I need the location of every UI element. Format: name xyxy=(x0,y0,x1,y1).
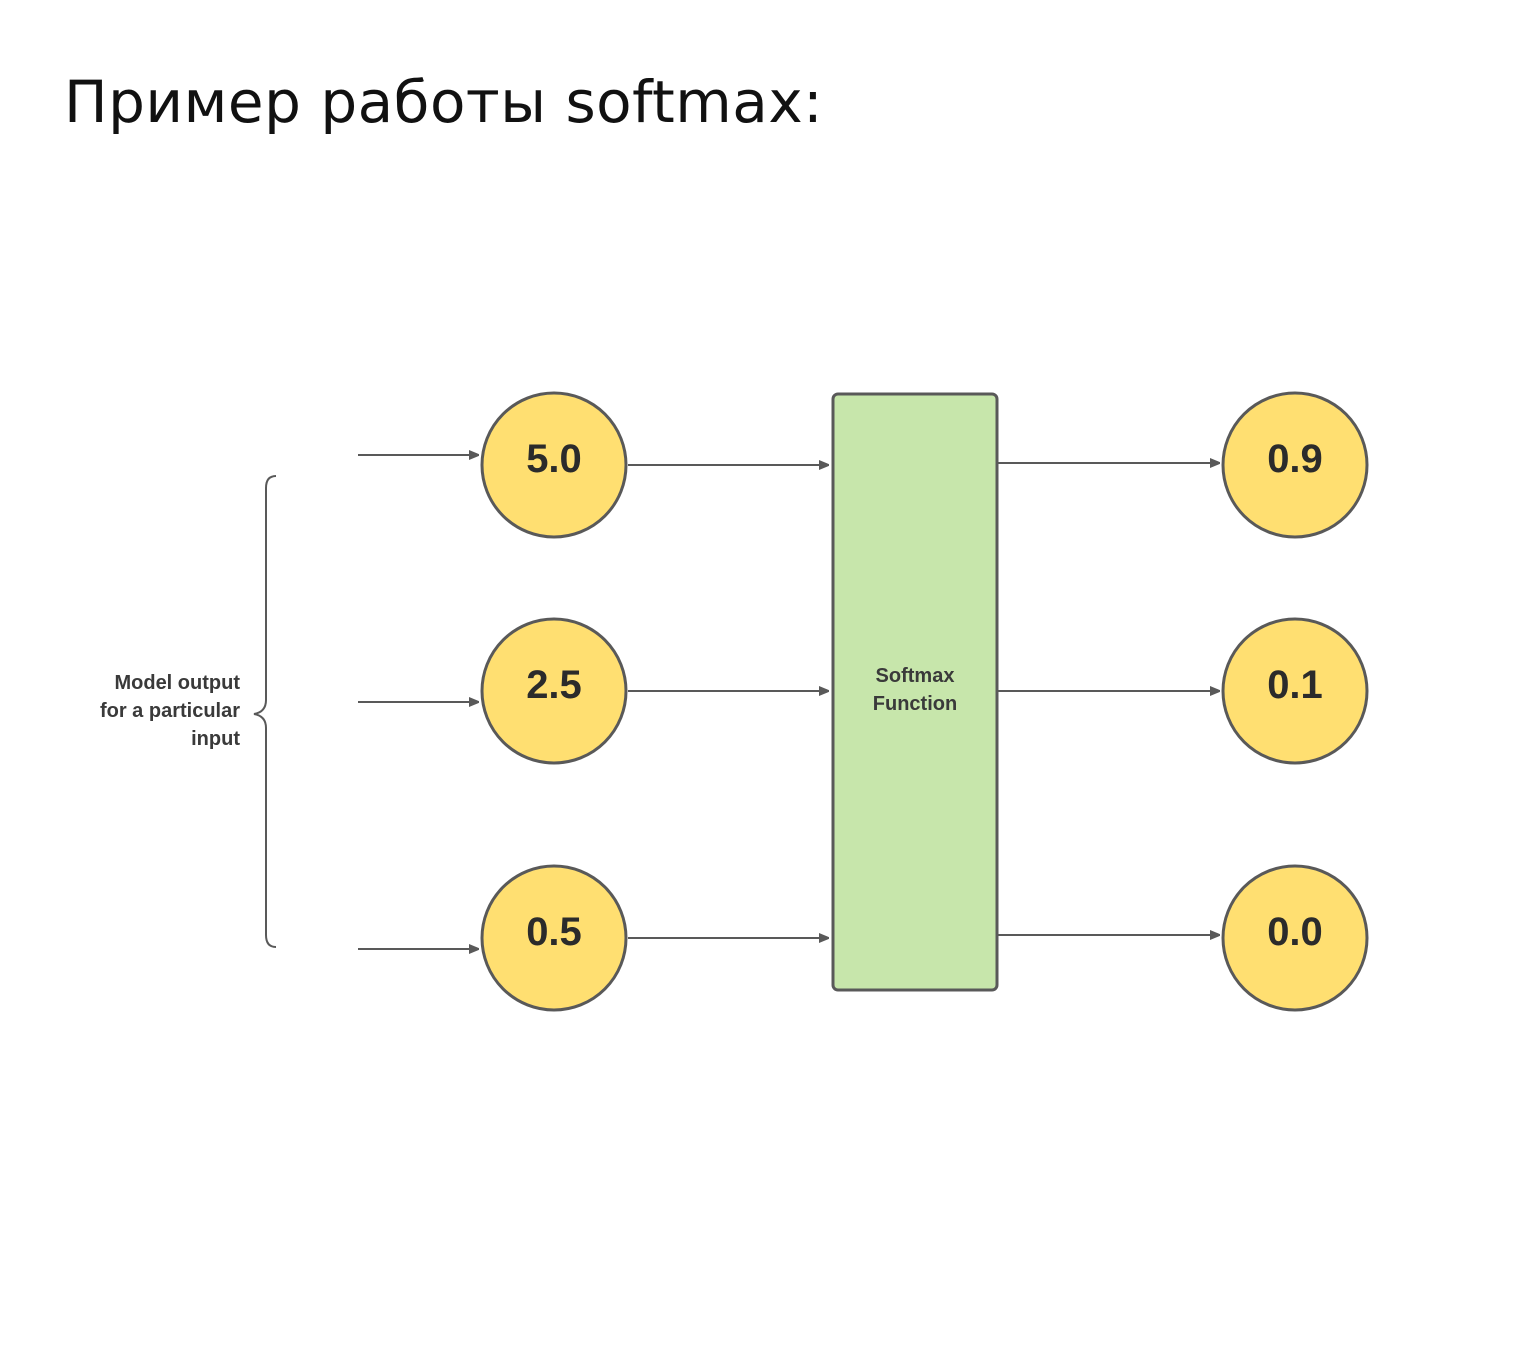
page-title: Пример работы softmax: xyxy=(64,68,824,136)
input-node: 5.0 xyxy=(480,391,628,539)
output-node: 0.9 xyxy=(1221,391,1369,539)
output-node-value: 0.9 xyxy=(1267,437,1323,481)
input-node-value: 5.0 xyxy=(526,437,582,481)
output-node: 0.1 xyxy=(1221,617,1369,765)
input-node-value: 2.5 xyxy=(526,663,582,707)
input-node: 0.5 xyxy=(480,864,628,1012)
output-node-value: 0.0 xyxy=(1267,910,1323,954)
output-node-value: 0.1 xyxy=(1267,663,1323,707)
input-node-value: 0.5 xyxy=(526,910,582,954)
function-label-line-2: Function xyxy=(873,693,957,715)
input-node: 2.5 xyxy=(480,617,628,765)
curly-brace-icon xyxy=(253,475,277,948)
output-node: 0.0 xyxy=(1221,864,1369,1012)
brace-label-line-1: Model output xyxy=(114,672,240,694)
function-label-line-1: Softmax xyxy=(876,665,955,687)
softmax-function-box: Softmax Function xyxy=(831,392,999,992)
brace-label-line-2: for a particular xyxy=(100,700,240,722)
brace-label-line-3: input xyxy=(191,728,240,750)
